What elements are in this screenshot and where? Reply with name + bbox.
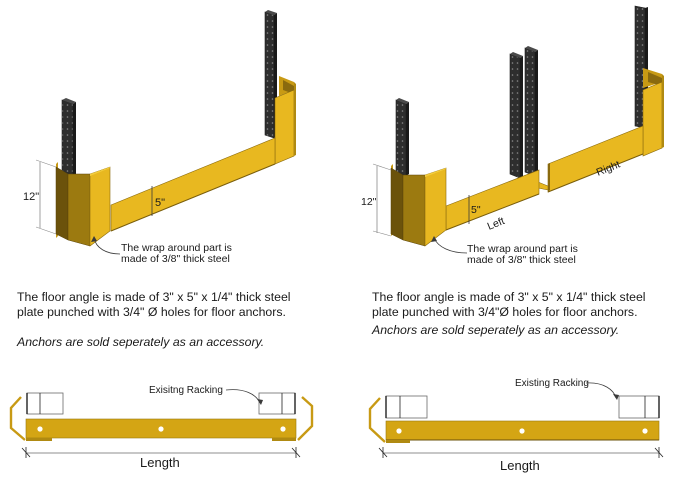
floor-angle-plan: [385, 420, 660, 443]
anchors-note: Anchors are sold seperately as an access…: [372, 323, 620, 337]
rack-upright-middle-1: [509, 52, 523, 179]
callout-text-line1: The wrap around part is: [121, 242, 232, 254]
anchor-hole: [37, 426, 43, 432]
floor-angle-plan: [25, 418, 297, 441]
rack-upright-left: [395, 98, 409, 177]
wrap-end-left: [9, 396, 26, 441]
plan-view: Exisitng Racking Length: [9, 385, 314, 470]
split-run-guard-panel: Right Left 12" 5": [340, 0, 676, 478]
floor-angle-plate: [110, 137, 276, 232]
length-dimension: Length: [21, 447, 301, 470]
wrap-around-left: [390, 164, 447, 247]
plan-view: Existing Racking Length: [368, 378, 664, 473]
callout-text-line1: The wrap around part is: [467, 243, 578, 255]
wrap-around-right: [642, 68, 664, 157]
single-run-guard-illustration: 12" 5" The wrap around part is made of 3…: [9, 10, 314, 470]
wrap-end-right: [297, 396, 314, 441]
dimension-width-label: 5": [155, 197, 165, 209]
label-left: Left: [486, 215, 507, 233]
floor-angle-left: Left: [445, 169, 540, 233]
anchor-hole: [158, 426, 164, 432]
wrap-around-right: [274, 76, 296, 165]
rack-upright-middle-2: [524, 46, 538, 177]
dimension-width: 5": [151, 186, 165, 216]
dimension-height: 12": [361, 163, 392, 237]
split-run-guard-illustration: Right Left 12" 5": [361, 5, 664, 473]
dimension-height: 12": [23, 159, 57, 235]
wrap-around-callout: The wrap around part is made of 3/8" thi…: [91, 236, 232, 265]
existing-racking-left: [385, 395, 428, 419]
racking-label: Existing Racking: [515, 378, 589, 389]
floor-angle-description: The floor angle is made of 3" x 5" x 1/4…: [17, 290, 291, 350]
description-line1: The floor angle is made of 3" x 5" x 1/4…: [372, 290, 646, 304]
dimension-width-label: 5": [471, 204, 481, 216]
length-dimension: Length: [378, 447, 664, 473]
wrap-around-left: [55, 162, 111, 247]
existing-racking-left: [26, 392, 64, 415]
dimension-height-label: 12": [361, 196, 377, 208]
anchor-hole: [280, 426, 286, 432]
existing-racking-right: [258, 392, 296, 415]
description-line1: The floor angle is made of 3" x 5" x 1/4…: [17, 290, 291, 304]
length-label: Length: [500, 458, 540, 473]
floor-angle-description: The floor angle is made of 3" x 5" x 1/4…: [372, 290, 646, 338]
anchors-note: Anchors are sold seperately as an access…: [17, 335, 265, 349]
dimension-height-label: 12": [23, 191, 39, 203]
wrap-end-left: [368, 397, 386, 443]
wrap-around-callout: The wrap around part is made of 3/8" thi…: [431, 236, 578, 266]
splice-gap: [537, 181, 549, 191]
rack-upright-left: [61, 98, 76, 177]
single-run-guard-panel: 12" 5" The wrap around part is made of 3…: [9, 10, 314, 470]
length-label: Length: [140, 455, 180, 470]
racking-label: Exisitng Racking: [149, 385, 223, 396]
description-line2: plate punched with 3/4"Ø holes for floor…: [372, 305, 638, 319]
callout-text-line2: made of 3/8" thick steel: [467, 254, 576, 266]
anchor-hole: [642, 428, 648, 434]
description-line2: plate punched with 3/4" Ø holes for floo…: [17, 305, 286, 319]
anchor-hole: [396, 428, 402, 434]
anchor-hole: [519, 428, 525, 434]
existing-racking-right: [618, 395, 660, 419]
callout-text-line2: made of 3/8" thick steel: [121, 253, 230, 265]
dimension-width: 5": [468, 195, 481, 224]
floor-angle-right: Right: [547, 125, 644, 193]
